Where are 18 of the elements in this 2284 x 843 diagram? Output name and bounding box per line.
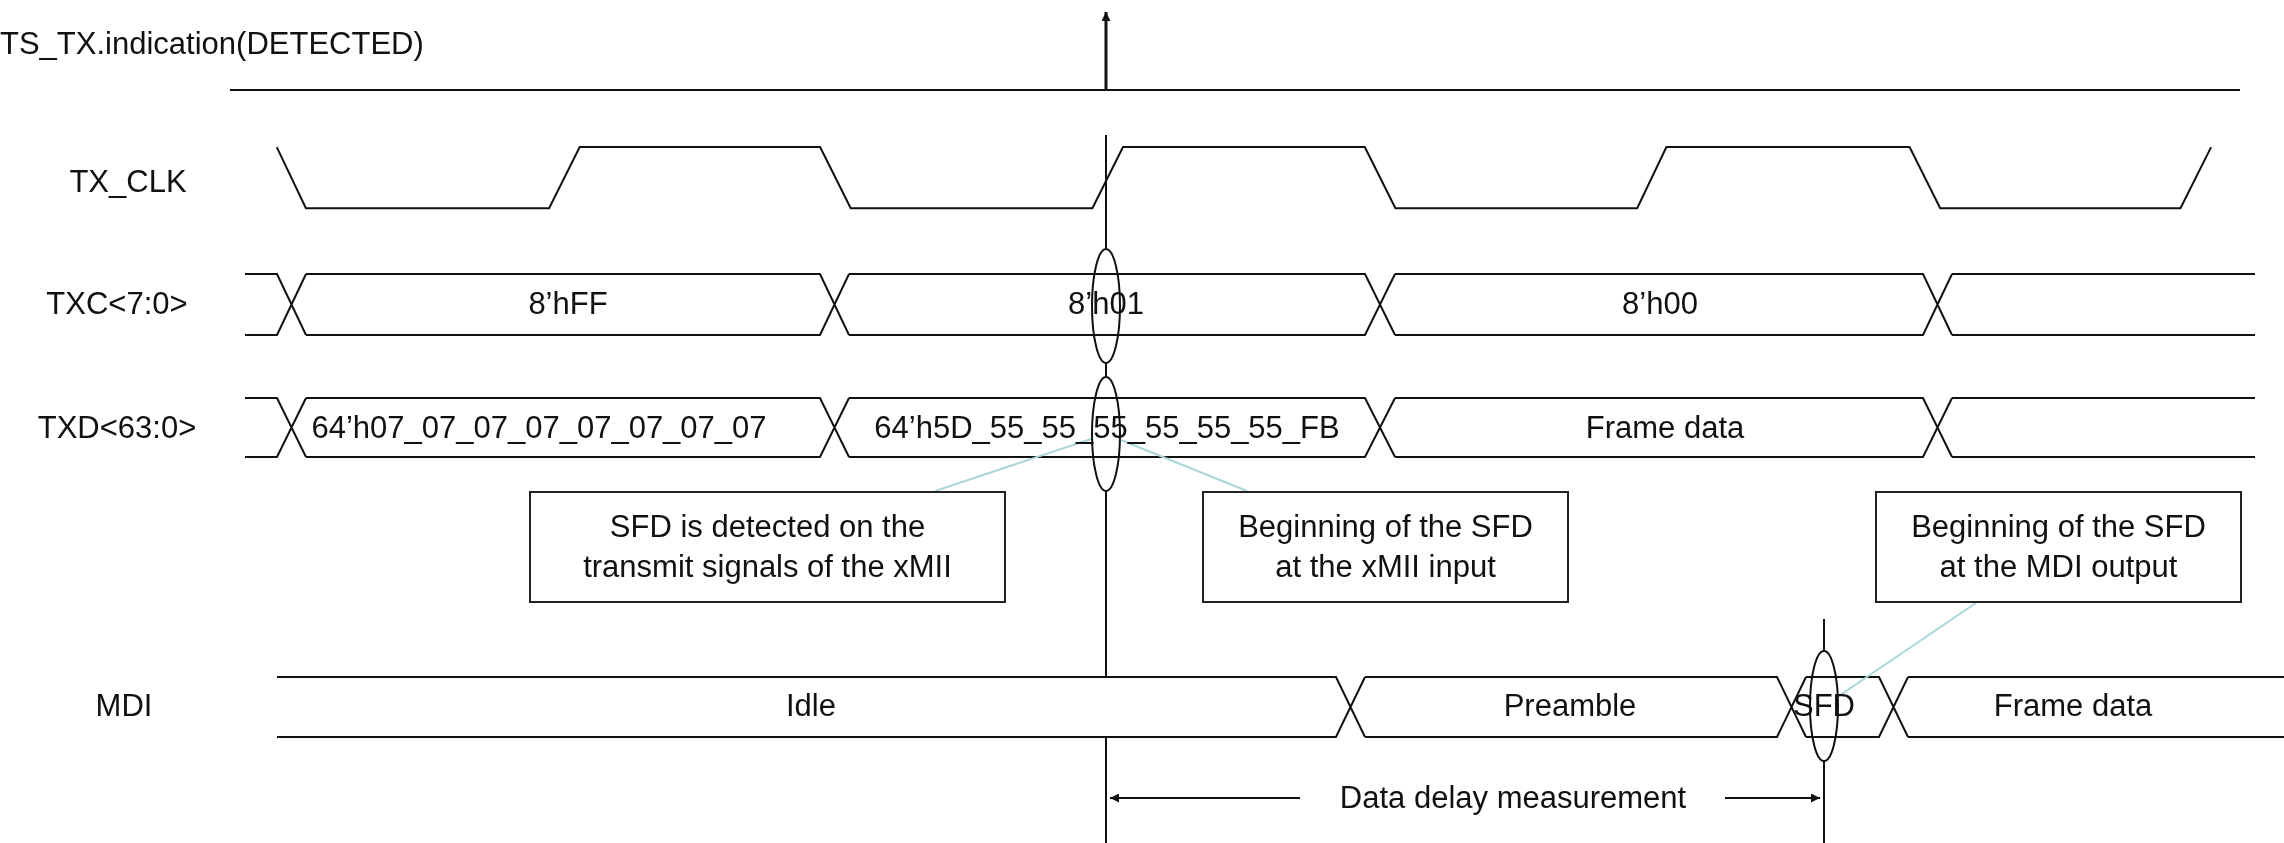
signal-name: TS_TX.indication(DETECTED) [0, 26, 424, 62]
leader-line [1119, 439, 1248, 492]
signal-name: TX_CLK [69, 164, 187, 200]
bus-value: Frame data [1993, 688, 2153, 724]
signal-name: MDI [95, 688, 153, 724]
bus-value: 64’h07_07_07_07_07_07_07_07 [311, 410, 767, 446]
bus-value: 8’h00 [1622, 286, 1698, 322]
signal-name: TXC<7:0> [46, 286, 188, 322]
callout-box: Beginning of the SFD at the xMII input [1202, 491, 1569, 603]
bus-value: 8’hFF [528, 286, 608, 322]
callout-box: Beginning of the SFD at the MDI output [1875, 491, 2242, 603]
bus-value: Idle [786, 688, 836, 724]
signal-name: TXD<63:0> [37, 410, 197, 446]
bus-value: Frame data [1585, 410, 1745, 446]
leader-line [934, 438, 1093, 492]
dimension-label: Data delay measurement [1339, 780, 1687, 816]
callout-box: SFD is detected on the transmit signals of the xMII [529, 491, 1006, 603]
bus-value: Preamble [1503, 688, 1637, 724]
